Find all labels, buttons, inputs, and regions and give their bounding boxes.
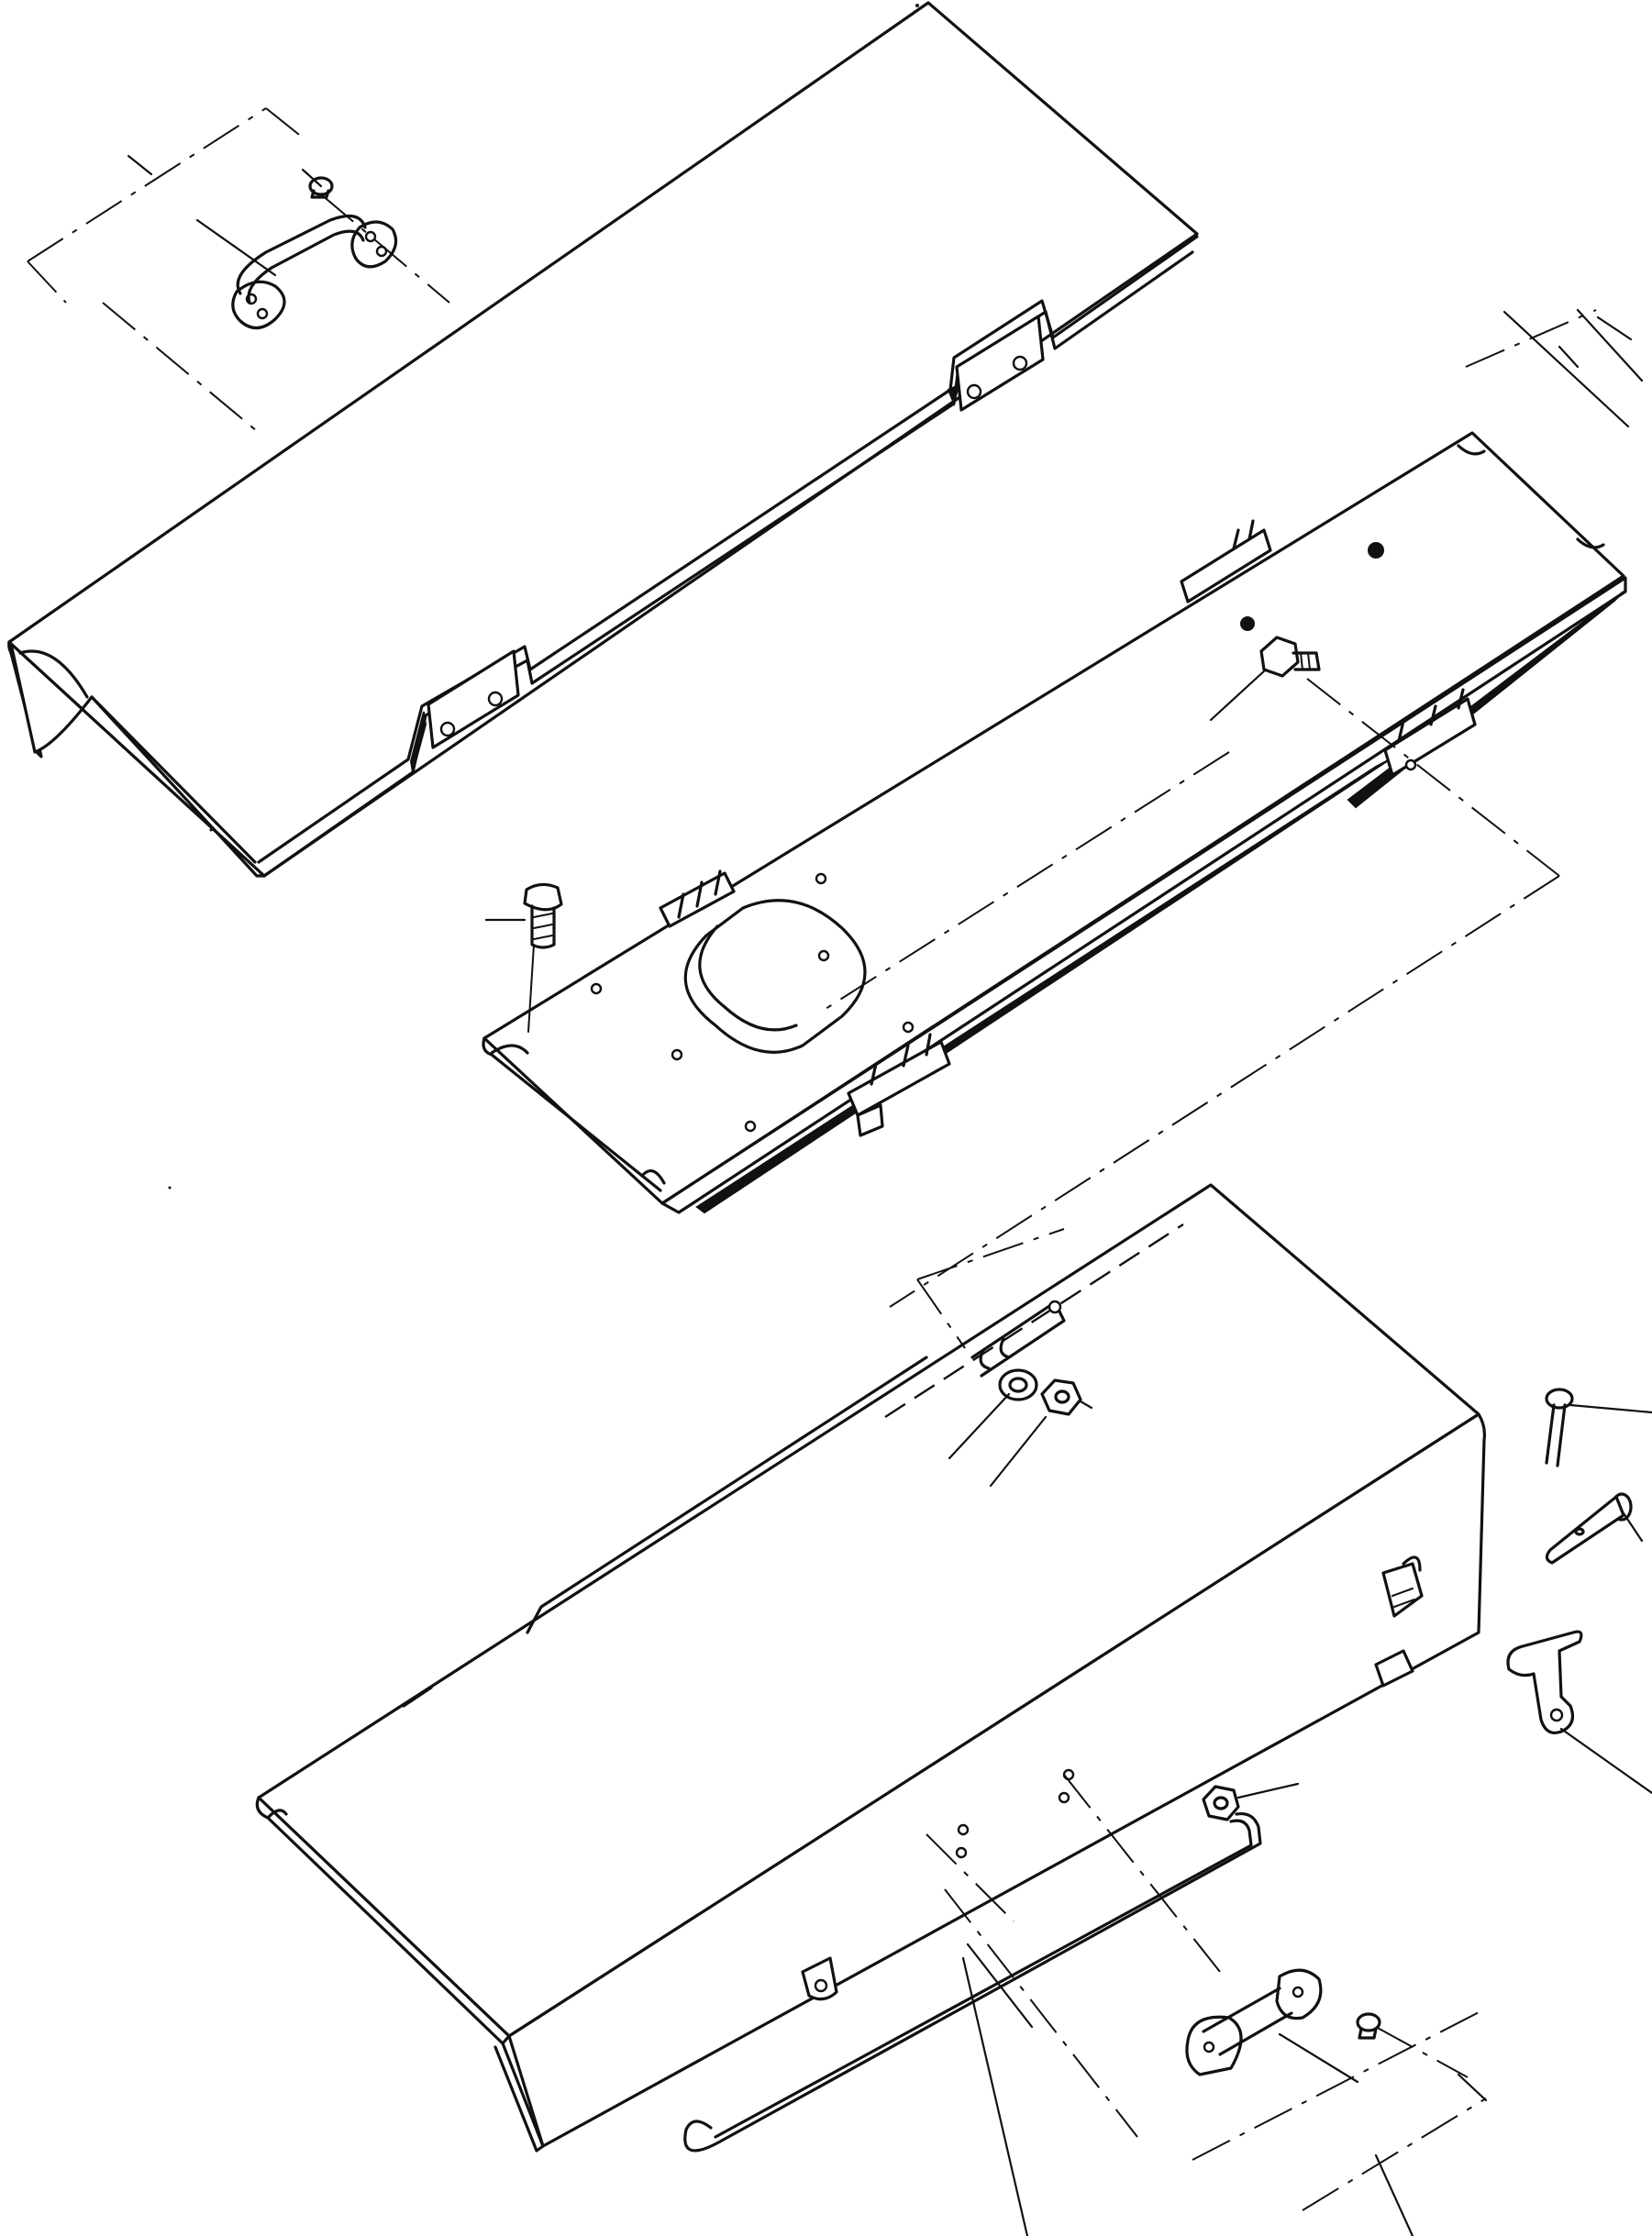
cotter-pin [1545, 1388, 1574, 1467]
middle-callout-lines [484, 308, 1644, 1308]
clevis-pin [1545, 1492, 1633, 1565]
lower-washer [998, 1368, 1038, 1401]
upper-handle [231, 214, 398, 330]
lower-handle [1185, 1968, 1323, 2076]
lower-callout-lines [926, 1392, 1652, 2236]
plate-bolt [523, 882, 563, 949]
prop-rod [683, 1811, 1262, 2153]
scan-specks [168, 4, 919, 1190]
upper-callout-lines [27, 107, 450, 432]
plate-stud-nut [1259, 636, 1321, 678]
rod-nut [1202, 1785, 1240, 1821]
upper-handle-screw [308, 176, 334, 199]
lower-hinge-zone [884, 1223, 1184, 1419]
lower-nut [1040, 1378, 1082, 1416]
upper-cover [7, 1, 1199, 878]
t-latch [1506, 1630, 1583, 1735]
lower-handle-screw [1356, 2012, 1381, 2040]
hinged-plate [482, 431, 1627, 1214]
